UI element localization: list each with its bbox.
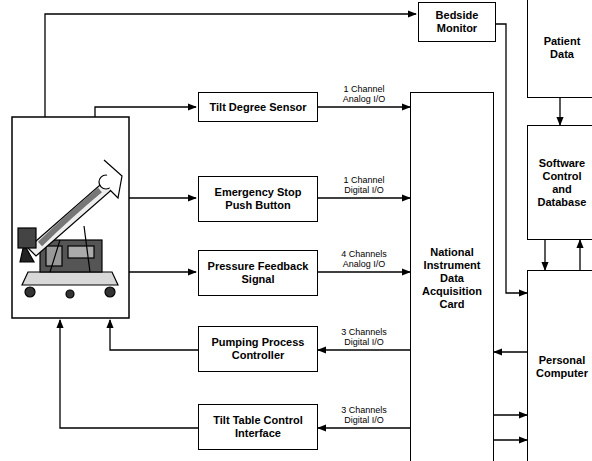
connector-arrow (579, 240, 580, 270)
box-label: Software Control and Database (532, 157, 592, 209)
process-box: Pumping Process Controller (198, 326, 318, 372)
connector-arrow (494, 414, 527, 415)
process-box: Personal Computer (527, 270, 592, 461)
connector-arrow (494, 351, 527, 352)
connector-arrow (496, 24, 527, 293)
box-label: Tilt Degree Sensor (210, 101, 307, 114)
box-label: Pumping Process Controller (203, 336, 313, 362)
box-label: Patient Data (532, 35, 592, 61)
channel-label: 4 Channels Analog I/O (332, 249, 396, 269)
box-label: Pressure Feedback Signal (203, 260, 313, 286)
channel-label: 1 Channel Digital I/O (332, 175, 396, 195)
connector-arrow (318, 427, 410, 428)
process-box: Pressure Feedback Signal (198, 250, 318, 296)
connector-arrow (318, 106, 410, 107)
process-box: Emergency Stop Push Button (198, 176, 318, 222)
channel-label: 3 Channels Digital I/O (332, 327, 396, 347)
box-label: Personal Computer (532, 354, 592, 380)
box-label: Emergency Stop Push Button (203, 186, 313, 212)
tilt-table-illustration (18, 160, 122, 298)
process-box: Patient Data (527, 0, 592, 98)
connector-arrow (318, 197, 410, 198)
box-label: National Instrument Data Acquisition Car… (415, 246, 489, 311)
channel-label: 3 Channels Digital I/O (332, 405, 396, 425)
connector-arrow (544, 240, 545, 270)
connector-arrow (318, 271, 410, 272)
channel-label: 1 Channel Analog I/O (332, 84, 396, 104)
box-label: Tilt Table Control Interface (203, 414, 313, 440)
process-box: Tilt Degree Sensor (198, 92, 318, 122)
connector-arrow (318, 349, 410, 350)
box-label: Bedside Monitor (423, 9, 491, 35)
connector-arrow (494, 439, 527, 440)
signal-wires (45, 14, 416, 428)
process-box: National Instrument Data Acquisition Car… (410, 92, 494, 461)
process-box: Bedside Monitor (418, 2, 496, 42)
tilt-table-frame (12, 117, 129, 318)
connector-arrow (559, 98, 560, 125)
process-box: Software Control and Database (527, 125, 592, 240)
process-box: Tilt Table Control Interface (198, 404, 318, 450)
